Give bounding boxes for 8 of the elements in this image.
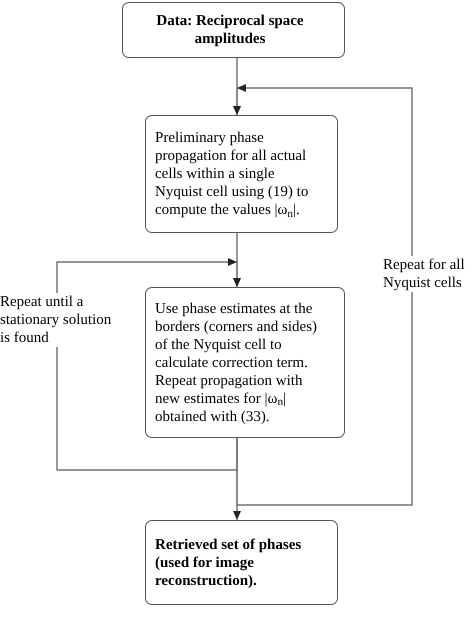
box-text: Use phase estimates at the borders (corners and sides) of the Nyquist cell to calculate correction term. Repeat propagation with new estimates for |ω$_{n}$| obtained with (33). [155,300,318,426]
process-box [145,287,345,438]
process-box [145,520,338,605]
process-box [122,2,345,58]
process-box [145,115,338,233]
box-text: Preliminary phase propagation for all actual cells within a single Nyquist cell using (19) to compute the values |ω$_{n}$|. [155,129,310,219]
box-text: Retrieved set of phases (used for image reconstruction). [155,536,302,590]
box-text: Data: Reciprocal space amplitudes [155,12,305,48]
